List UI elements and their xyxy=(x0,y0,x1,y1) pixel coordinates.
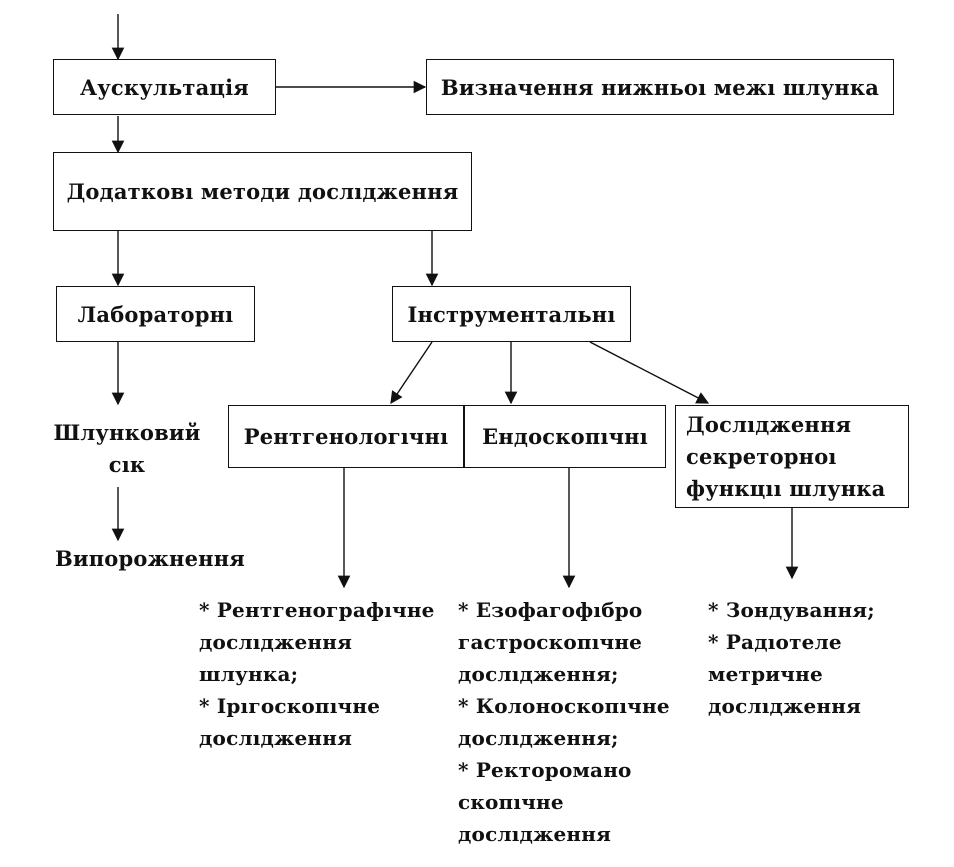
auscultation-box: Аускультація xyxy=(53,59,276,115)
list-item: * Зондування; xyxy=(708,598,875,622)
x-ray-box: Рентгенологıчнı xyxy=(228,405,464,468)
list-item: * Рентгенографıчне xyxy=(199,598,435,622)
secretory-line-1: Дослıдження xyxy=(686,411,852,437)
laboratory-box: Лабораторнı xyxy=(56,286,255,342)
x-ray-label: Рентгенологıчнı xyxy=(243,424,449,449)
list-item: дослıдження xyxy=(458,822,612,846)
list-item: дослıдження xyxy=(199,630,353,654)
additional-methods-box: Додатковı методи дослıдження xyxy=(53,152,472,231)
list-item: дослıдження xyxy=(199,726,353,750)
list-item: шлунка; xyxy=(199,662,299,686)
list-item: скопıчне xyxy=(458,790,564,814)
secretory-line-2: секреторноı xyxy=(686,443,837,469)
laboratory-label: Лабораторнı xyxy=(77,301,234,327)
emptying-label: Випорожнення xyxy=(55,546,245,571)
lower-border-box: Визначення нижньоı межı шлунка xyxy=(426,59,894,115)
arrow-instrumental-to-secretory xyxy=(589,341,710,404)
instrumental-box: Інструментальнı xyxy=(392,286,631,342)
gastric-juice-label: Шлунковий сıк xyxy=(47,417,207,481)
gastric-juice-line-2: сıк xyxy=(108,452,146,477)
auscultation-label: Аускультація xyxy=(79,74,250,100)
gastric-juice-line-1: Шлунковий xyxy=(53,420,201,445)
list-item: дослıдження; xyxy=(458,726,619,750)
secretory-line-3: функцıı шлунка xyxy=(686,475,886,501)
lower-border-label: Визначення нижньоı межı шлунка xyxy=(440,74,880,100)
list-item: * Езофагофıбро xyxy=(458,598,643,622)
list-item: * Радıотеле xyxy=(708,630,842,654)
list-item: * Ірıгоскопıчне xyxy=(199,694,381,718)
list-item: * Колоноскопıчне xyxy=(458,694,670,718)
secretory-methods-list: * Зондування; * Радıотеле метричне дослı… xyxy=(708,594,875,722)
endoscopic-box: Ендоскопıчнı xyxy=(464,405,666,468)
list-item: метричне xyxy=(708,662,823,686)
secretory-function-box: Дослıдження секреторноı функцıı шлунка xyxy=(675,405,909,508)
arrow-instrumental-to-xray xyxy=(390,341,433,405)
list-item: дослıдження; xyxy=(458,662,619,686)
instrumental-label: Інструментальнı xyxy=(407,301,616,327)
x-ray-methods-list: * Рентгенографıчне дослıдження шлунка; *… xyxy=(199,594,435,754)
additional-methods-label: Додатковı методи дослıдження xyxy=(66,179,459,204)
list-item: гастроскопıчне xyxy=(458,630,643,654)
endoscopic-label: Ендоскопıчнı xyxy=(482,424,648,449)
list-item: дослıдження xyxy=(708,694,862,718)
list-item: * Ректороманo xyxy=(458,758,632,782)
endoscopic-methods-list: * Езофагофıбро гастроскопıчне дослıдженн… xyxy=(458,594,670,850)
